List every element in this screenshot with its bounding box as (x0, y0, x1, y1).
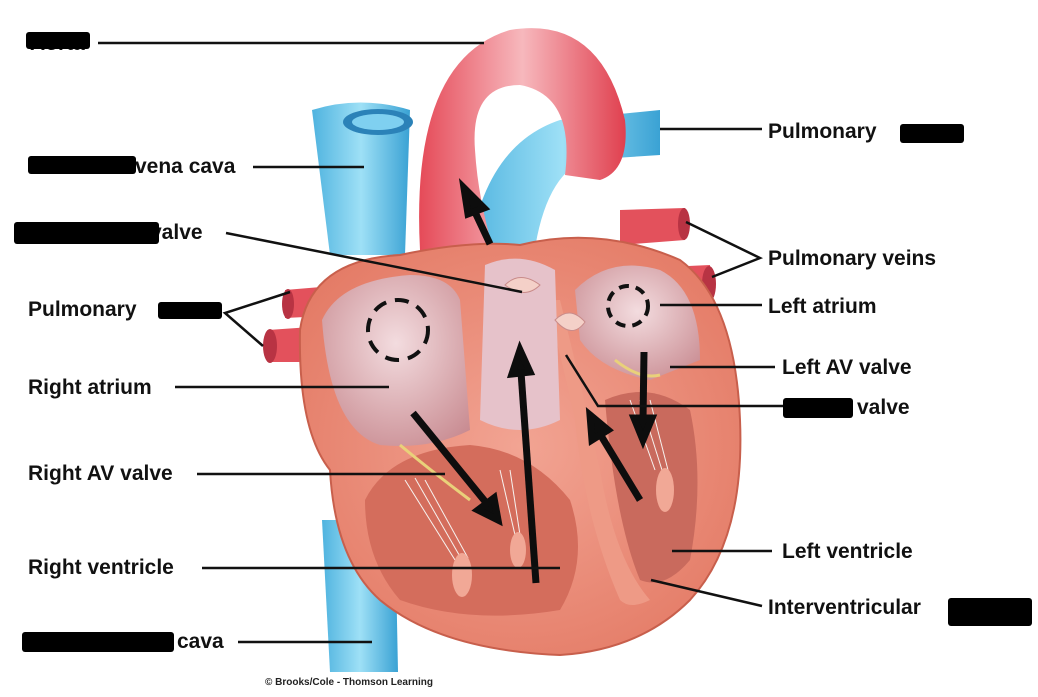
leader-lines (98, 41, 785, 644)
label-right-atrium: Right atrium (28, 376, 152, 399)
arrow-left-ventricle-up (597, 432, 643, 502)
label-pulmonary-veins-right: Pulmonary veins (768, 247, 937, 270)
label-pulmonary-veins-left: Pulmonary (28, 298, 137, 321)
arrow-right-atrium-to-ventricle (410, 410, 491, 508)
redaction-aortic (783, 398, 853, 418)
dashed-circle-left (606, 284, 650, 328)
label-semilunar-valve: valve (150, 221, 203, 244)
arrow-right-ventricle-up (517, 371, 540, 584)
redaction-superior (28, 156, 136, 174)
label-right-ventricle: Right ventricle (28, 556, 174, 579)
credit-line: © Brooks/Cole - Thomson Learning (265, 677, 433, 688)
label-inferior-vena-cava: cava (177, 630, 224, 653)
label-aortic-valve: valve (857, 396, 910, 419)
label-interventricular-septum: Interventricular (768, 596, 921, 619)
redaction-semilunar (14, 222, 159, 244)
redaction-inferior (22, 632, 174, 652)
redaction-pulmonary-artery (900, 124, 964, 143)
label-left-atrium: Left atrium (768, 295, 877, 318)
dashed-circle-right (366, 298, 430, 362)
arrow-left-atrium-down (639, 351, 648, 421)
label-right-av-valve: Right AV valve (28, 462, 173, 485)
label-pulmonary-artery: Pulmonary (768, 120, 877, 143)
arrow-pulmonary-trunk (470, 208, 494, 246)
redaction-pulmonary-veins-left (158, 302, 222, 319)
blood-flow-arrows (410, 177, 658, 584)
label-left-ventricle: Left ventricle (782, 540, 913, 563)
label-superior-vena-cava: vena cava (135, 155, 236, 178)
redaction-septum (948, 598, 1032, 626)
label-left-av-valve: Left AV valve (782, 356, 912, 379)
redaction-aorta (26, 32, 90, 49)
